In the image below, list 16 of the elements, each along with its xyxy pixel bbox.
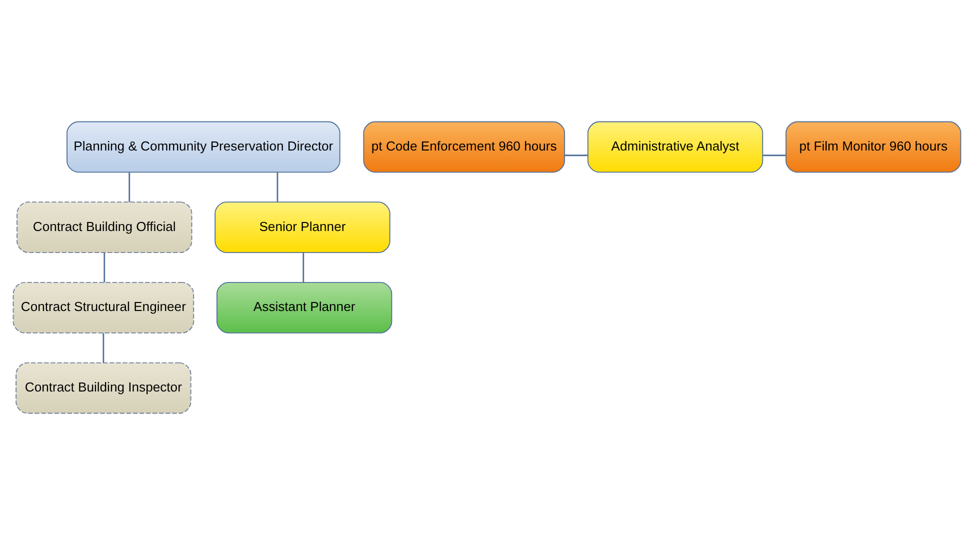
node-box: Contract Building Inspector (16, 362, 192, 414)
node-box: pt Code Enforcement 960 hours (363, 121, 566, 173)
node-box: Senior Planner (214, 202, 390, 254)
node-box: Contract Structural Engineer (12, 282, 194, 334)
connector (128, 172, 130, 202)
node-box: Assistant Planner (216, 282, 392, 334)
connector (564, 154, 588, 156)
connector (102, 333, 104, 363)
connector (302, 252, 304, 282)
node-box: pt Film Monitor 960 hours (786, 121, 962, 173)
connector (104, 252, 106, 282)
node-box: Contract Building Official (16, 202, 192, 254)
connector (762, 154, 786, 156)
connector (276, 172, 278, 202)
node-box: Planning & Community Preservation Director (66, 121, 340, 173)
node-box: Administrative Analyst (587, 121, 764, 173)
